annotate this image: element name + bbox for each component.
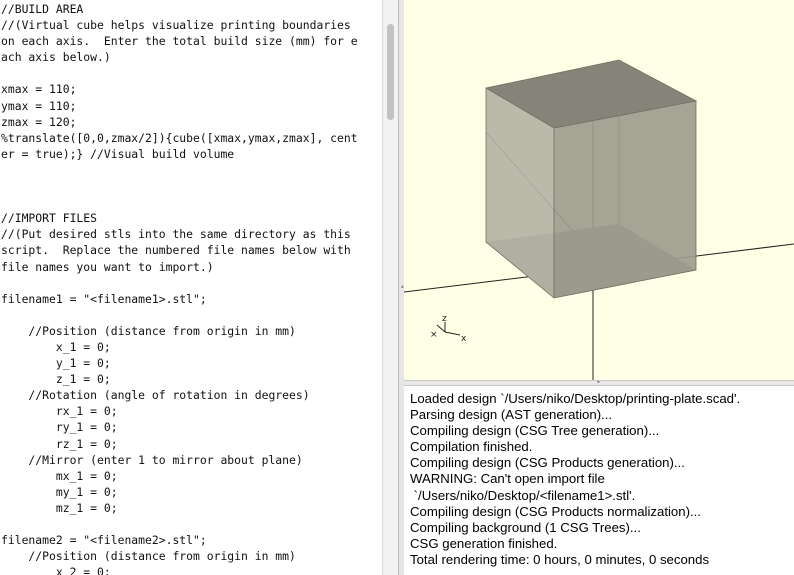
code-line[interactable]: filename2 = "<filename2>.stl";	[1, 533, 207, 548]
cube-left-face	[486, 88, 554, 298]
code-line[interactable]: //Mirror (enter 1 to mirror about plane)	[1, 452, 303, 467]
gizmo-y-mark: ×	[430, 330, 438, 340]
code-line[interactable]: //BUILD AREA	[1, 2, 84, 16]
console-output: Loaded design `/Users/niko/Desktop/print…	[404, 386, 794, 568]
code-line[interactable]: rx_1 = 0;	[1, 404, 118, 419]
console-line: Compiling design (CSG Products normaliza…	[410, 503, 701, 519]
code-line[interactable]: ymax = 110;	[1, 98, 77, 113]
3d-viewport[interactable]: z x ×	[404, 0, 794, 380]
code-line[interactable]: //Position (distance from origin in mm)	[1, 323, 296, 338]
code-line[interactable]: on each axis. Enter the total build size…	[1, 34, 358, 49]
code-line[interactable]	[1, 178, 382, 194]
code-line[interactable]: er = true);} //Visual build volume	[1, 146, 235, 161]
code-line[interactable]	[1, 65, 382, 81]
splitter-grip-icon: •	[400, 283, 405, 292]
cube-right-face	[554, 101, 696, 298]
console-line: Compiling design (CSG Tree generation)..…	[410, 423, 660, 439]
code-line[interactable]	[1, 162, 382, 178]
code-line[interactable]: mz_1 = 0;	[1, 500, 118, 515]
code-line[interactable]: my_1 = 0;	[1, 484, 118, 499]
horizontal-splitter[interactable]: •	[404, 378, 794, 387]
code-line[interactable]: %translate([0,0,zmax/2]){cube([xmax,ymax…	[1, 130, 358, 145]
code-line[interactable]	[1, 516, 382, 532]
editor-scrollbar[interactable]	[382, 0, 399, 575]
console-line: Compiling background (1 CSG Trees)...	[410, 519, 641, 535]
code-line[interactable]: //IMPORT FILES	[1, 211, 98, 226]
console-line: Parsing design (AST generation)...	[410, 407, 613, 423]
code-line[interactable]: ry_1 = 0;	[1, 420, 118, 435]
code-line[interactable]: mx_1 = 0;	[1, 468, 118, 483]
console-line: Loaded design `/Users/niko/Desktop/print…	[410, 391, 741, 406]
code-line[interactable]: //Position (distance from origin in mm)	[1, 549, 296, 564]
gizmo-z-label: z	[442, 314, 447, 324]
console-line: Total rendering time: 0 hours, 0 minutes…	[410, 551, 710, 567]
gizmo-x-label: x	[461, 334, 467, 344]
code-text[interactable]: //BUILD AREA //(Virtual cube helps visual…	[0, 0, 382, 575]
code-line[interactable]: script. Replace the numbered file names …	[1, 243, 351, 258]
gizmo-y-line	[436, 324, 446, 333]
editor-scrollbar-thumb[interactable]	[387, 24, 394, 120]
code-editor[interactable]: //BUILD AREA //(Virtual cube helps visual…	[0, 0, 382, 575]
code-line[interactable]: y_1 = 0;	[1, 356, 111, 371]
code-line[interactable]: //(Put desired stls into the same direct…	[1, 227, 351, 242]
code-line[interactable]: rz_1 = 0;	[1, 436, 118, 451]
console-panel[interactable]: Loaded design `/Users/niko/Desktop/print…	[404, 386, 794, 575]
code-line[interactable]: //Rotation (angle of rotation in degrees…	[1, 388, 310, 403]
console-line: `/Users/niko/Desktop/<filename1>.stl'.	[410, 487, 636, 503]
splitter-grip-icon: •	[596, 378, 601, 387]
code-line[interactable]	[1, 275, 382, 291]
gizmo-x-line	[444, 331, 461, 336]
axes-gizmo: z x ×	[430, 314, 467, 344]
code-line[interactable]: ach axis below.)	[1, 50, 111, 65]
console-line: CSG generation finished.	[410, 535, 558, 551]
cube-edges	[485, 59, 698, 299]
viewport-canvas[interactable]: z x ×	[404, 0, 794, 380]
code-line[interactable]	[1, 194, 382, 210]
code-line[interactable]: xmax = 110;	[1, 82, 77, 97]
console-line: WARNING: Can't open import file	[410, 471, 605, 487]
code-line[interactable]: filename1 = "<filename1>.stl";	[1, 291, 207, 306]
code-line[interactable]: //(Virtual cube helps visualize printing…	[1, 18, 351, 33]
code-line[interactable]: x_2 = 0;	[1, 565, 111, 575]
console-line: Compiling design (CSG Products generatio…	[410, 455, 685, 471]
console-line: Compilation finished.	[410, 439, 533, 455]
code-line[interactable]: z_1 = 0;	[1, 372, 111, 387]
code-line[interactable]: zmax = 120;	[1, 114, 77, 129]
code-line[interactable]: x_1 = 0;	[1, 339, 111, 354]
code-line[interactable]	[1, 307, 382, 323]
code-line[interactable]: file names you want to import.)	[1, 259, 214, 274]
